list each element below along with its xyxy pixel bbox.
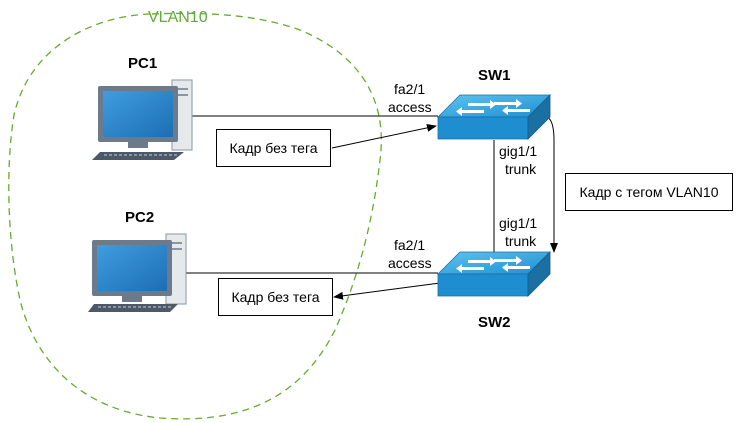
arrow-tagged-down: [544, 115, 558, 253]
sw2-switch-icon: [437, 251, 551, 297]
sw1-label: SW1: [478, 67, 511, 84]
sw2-trunk-port: gig1/1: [499, 215, 537, 231]
sw1-switch-icon: [437, 94, 551, 140]
pc2-label: PC2: [125, 209, 154, 226]
pc1-computer-icon: [92, 79, 193, 160]
vlan10-region: [8, 12, 382, 420]
arrow-untagged-out: [333, 282, 441, 300]
arrow-untagged-in: [331, 123, 437, 149]
sw1-trunk-mode: trunk: [505, 161, 537, 177]
note-untagged-in: Кадр без тега: [216, 129, 331, 167]
pc1-sw1-mode: access: [388, 99, 432, 115]
pc2-sw2-port: fa2/1: [394, 237, 425, 253]
pc2-computer-icon: [88, 233, 187, 312]
sw2-trunk-mode: trunk: [505, 233, 537, 249]
note-tagged: Кадр с тегом VLAN10: [565, 173, 733, 211]
sw2-label: SW2: [478, 314, 511, 331]
sw1-trunk-port: gig1/1: [499, 143, 537, 159]
pc1-label: PC1: [128, 55, 157, 72]
vlan10-label: VLAN10: [148, 9, 208, 26]
pc1-sw1-port: fa2/1: [394, 81, 425, 97]
note-untagged-out: Кадр без тега: [218, 278, 333, 316]
pc2-sw2-mode: access: [388, 255, 432, 271]
